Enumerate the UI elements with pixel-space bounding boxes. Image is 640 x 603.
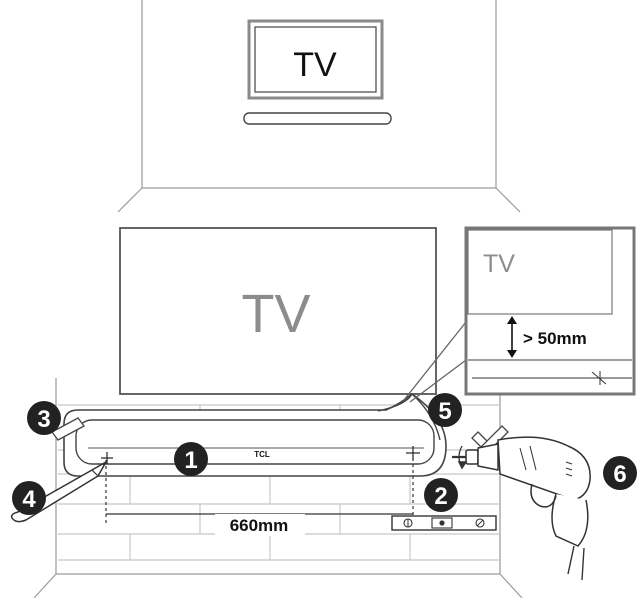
paper-template: TCL	[63, 392, 447, 477]
tape-strip-left	[51, 417, 85, 441]
hole-marks	[101, 446, 420, 464]
step-number-6: 6	[613, 461, 626, 488]
wall-tv-label: TV	[241, 284, 310, 344]
room-tv: TV	[247, 19, 384, 100]
step-badge-2: 2	[424, 478, 458, 512]
room-tv-label: TV	[293, 46, 337, 84]
wall-tv: TV	[119, 227, 437, 395]
hole-distance-dimension: 660mm	[105, 458, 414, 536]
step-number-5: 5	[438, 398, 451, 425]
template-brand-label: TCL	[254, 450, 270, 459]
step-badge-6: 6	[603, 456, 637, 490]
step-number-3: 3	[37, 406, 50, 433]
hole-distance-label: 660mm	[230, 516, 289, 535]
step-badge-5: 5	[428, 393, 462, 427]
step-number-4: 4	[22, 486, 36, 513]
inset-tv-label: TV	[483, 250, 515, 278]
step-badge-1: 1	[174, 442, 208, 476]
step-number-1: 1	[184, 447, 197, 474]
room-scene	[117, 0, 521, 213]
step-badge-4: 4	[12, 481, 46, 515]
inset-callout	[403, 321, 467, 403]
room-soundbar	[243, 112, 392, 125]
step-badge-3: 3	[27, 401, 61, 435]
drill-icon	[452, 436, 591, 581]
spirit-level	[391, 515, 497, 531]
inset-clearance-label: > 50mm	[523, 329, 587, 348]
step-number-2: 2	[434, 483, 447, 510]
inset-detail: TV > 50mm	[464, 226, 636, 396]
